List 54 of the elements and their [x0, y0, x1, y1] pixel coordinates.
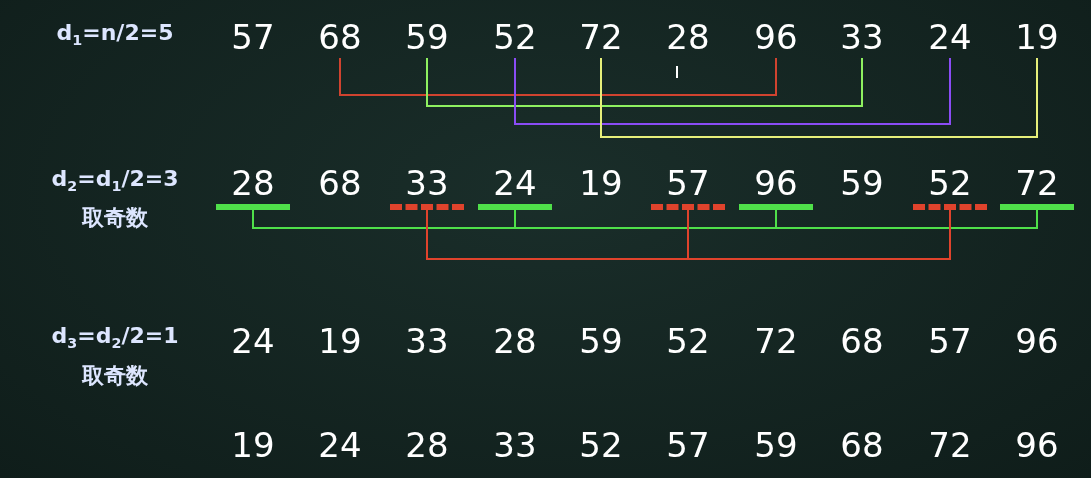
number: 57 [651, 162, 725, 210]
number: 24 [478, 162, 552, 210]
number: 72 [564, 16, 638, 58]
number: 33 [825, 16, 899, 58]
number: 28 [404, 424, 450, 466]
number: 19 [564, 162, 638, 204]
number: 19 [1000, 16, 1074, 58]
number: 19 [317, 320, 363, 362]
number: 28 [216, 162, 290, 210]
number: 52 [578, 424, 624, 466]
number: 24 [230, 320, 276, 362]
gap-formula: d$_{2}$=d$_{1}$/2=3 [51, 166, 179, 195]
number: 68 [839, 424, 885, 466]
number: 24 [913, 16, 987, 58]
gap-formula: d$_{3}$=d$_{2}$/2=1 [51, 323, 179, 352]
number: 57 [216, 16, 290, 58]
number: 33 [492, 424, 538, 466]
row-note: 取奇数 [82, 204, 148, 232]
number: 72 [753, 320, 799, 362]
number: 52 [665, 320, 711, 362]
number: 96 [739, 16, 813, 58]
number: 33 [404, 320, 450, 362]
number: 59 [390, 16, 464, 58]
number: 68 [839, 320, 885, 362]
number: 52 [478, 16, 552, 58]
number: 19 [230, 424, 276, 466]
connector-line [514, 209, 777, 229]
number: 52 [913, 162, 987, 210]
connector-line [775, 209, 1038, 229]
number: 96 [1014, 320, 1060, 362]
connector-line [514, 57, 951, 125]
number: 24 [317, 424, 363, 466]
number: 68 [303, 16, 377, 58]
number: 28 [651, 16, 725, 58]
number: 28 [492, 320, 538, 362]
number: 72 [927, 424, 973, 466]
number: 72 [1000, 162, 1074, 210]
number: 96 [739, 162, 813, 210]
number: 59 [578, 320, 624, 362]
number: 57 [665, 424, 711, 466]
connector-line [426, 209, 689, 260]
gap-formula: d$_{1}$=n/2=5 [56, 20, 174, 49]
connector-line [426, 57, 863, 107]
row-note: 取奇数 [82, 362, 148, 390]
connector-line [600, 57, 1038, 138]
connector-line [252, 209, 516, 229]
number: 59 [825, 162, 899, 204]
number: 57 [927, 320, 973, 362]
number: 59 [753, 424, 799, 466]
number: 68 [303, 162, 377, 204]
connector-line [687, 209, 951, 260]
connector-line [339, 57, 777, 96]
number: 33 [390, 162, 464, 210]
number: 96 [1014, 424, 1060, 466]
